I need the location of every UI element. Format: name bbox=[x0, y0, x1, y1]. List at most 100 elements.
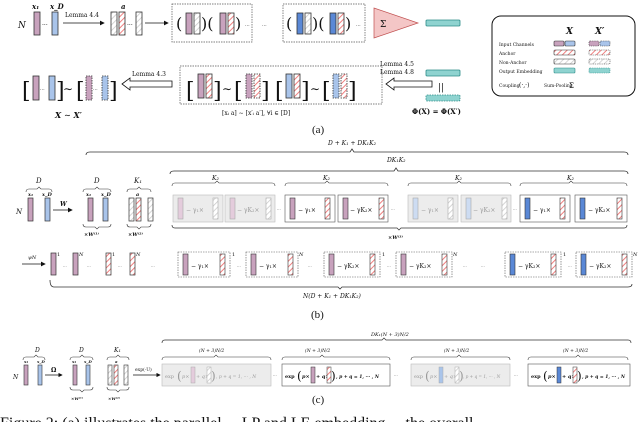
exp-text: exp bbox=[414, 374, 423, 380]
x1-label: x₁ bbox=[85, 192, 91, 198]
d-label: D bbox=[35, 177, 42, 185]
brace-c-total bbox=[161, 337, 632, 344]
dots: ··· bbox=[394, 373, 398, 378]
eq-anchor bbox=[205, 73, 213, 99]
dots: ··· bbox=[391, 207, 395, 212]
brace-label-total: D + K₁ + DK₁K₂ bbox=[327, 140, 377, 147]
bracket: ] bbox=[213, 79, 222, 104]
non-anchor-channel bbox=[135, 11, 143, 36]
paren: ( bbox=[177, 369, 182, 383]
coupling-box bbox=[245, 251, 299, 278]
anchor-channel bbox=[572, 366, 578, 384]
x1-label: x₁ bbox=[31, 2, 39, 11]
sup-1: 1 bbox=[57, 252, 60, 258]
input-channel-x1 bbox=[33, 11, 41, 36]
xd-label: x_D bbox=[49, 2, 65, 11]
legend-output-x bbox=[553, 67, 576, 74]
group-brace bbox=[527, 354, 629, 361]
channel-x1 bbox=[342, 197, 349, 220]
brace-label-c-total: DK₁(N + 3)N/2 bbox=[370, 331, 409, 338]
dots: ··· bbox=[308, 264, 312, 269]
paren: )( bbox=[201, 14, 213, 33]
dots: ··· bbox=[63, 264, 67, 269]
coupling-box bbox=[504, 251, 562, 278]
anchor-channel bbox=[326, 366, 332, 384]
channel-x1 bbox=[182, 253, 189, 276]
paren: )( bbox=[312, 14, 324, 33]
p-times: p× bbox=[430, 374, 437, 380]
brace-label-dk1k2: DK₁K₂ bbox=[386, 157, 406, 164]
brace-w3 bbox=[171, 224, 628, 231]
lemma48-label: Lemma 4.8 bbox=[380, 69, 414, 76]
phi-caption: Φ(X) = Φ(X′) bbox=[412, 107, 461, 116]
paren: ) bbox=[577, 369, 582, 383]
anchor-channel bbox=[105, 252, 112, 276]
sup-1: 1 bbox=[112, 252, 115, 258]
legend-input-xd bbox=[564, 40, 576, 47]
non-anchor-channel bbox=[147, 197, 154, 222]
output-embedding-xprime bbox=[425, 94, 461, 102]
group-brace-label: (N + 3)N/2 bbox=[563, 347, 588, 354]
brace-dk1k2 bbox=[169, 167, 629, 175]
exp-text: exp bbox=[531, 374, 541, 380]
brace-k2 bbox=[284, 180, 389, 187]
gamma1-text: − γ₁× bbox=[533, 207, 551, 214]
d-label: D bbox=[78, 347, 84, 354]
bracket: ] bbox=[348, 79, 357, 104]
coupling-box-2 bbox=[282, 3, 366, 43]
channel-x1 bbox=[310, 366, 316, 384]
xd-label: x_D bbox=[100, 192, 111, 198]
paren: ) bbox=[345, 14, 351, 33]
equal-symbol: || bbox=[438, 83, 444, 93]
brace-n-total bbox=[49, 279, 633, 290]
paren: ) bbox=[459, 369, 464, 383]
paren: ) bbox=[331, 369, 336, 383]
dots: ··· bbox=[568, 264, 572, 269]
dots: ··· bbox=[118, 264, 122, 269]
gamma1-text: − γ₁× bbox=[259, 263, 277, 270]
x1-label: x₁ bbox=[71, 359, 76, 364]
channel-xd bbox=[556, 366, 562, 384]
brace-k1 bbox=[126, 186, 152, 193]
k1-label: K₁ bbox=[113, 347, 121, 354]
legend: X X′ Input Channels Anchor Non-Anchor Ou… bbox=[491, 15, 636, 97]
anchor-channel bbox=[550, 253, 557, 276]
faded-non-anchor bbox=[447, 197, 454, 220]
gammak-text: − γK₂× bbox=[518, 263, 540, 270]
eq-x1 bbox=[197, 73, 205, 99]
sup-1: 1 bbox=[382, 252, 385, 258]
channel-x1 bbox=[250, 253, 257, 276]
lemma43-label: Lemma 4.3 bbox=[132, 71, 166, 78]
exp-groups: (N + 3)N/2 (N + 3)N/2 (N + 3)N/2 (N + 3)… bbox=[161, 347, 629, 361]
lemma44-label: Lemma 4.4 bbox=[65, 12, 99, 19]
eq-anchor bbox=[293, 73, 301, 99]
legend-anchor-xprime bbox=[588, 49, 611, 56]
omega-label: Ω bbox=[51, 367, 57, 374]
panel-a-label: (a) bbox=[312, 124, 325, 136]
brace-w1 bbox=[82, 223, 112, 230]
paren: ( bbox=[176, 14, 182, 33]
channel-x1 bbox=[400, 253, 407, 276]
eq-anchor-prime bbox=[340, 73, 348, 99]
sum-pooling-triangle bbox=[373, 7, 420, 39]
legend-input-x1-prime bbox=[588, 40, 600, 47]
legend-output-xprime bbox=[588, 67, 611, 74]
channel-x1 bbox=[289, 197, 296, 220]
coupling-x1 bbox=[219, 12, 227, 35]
q-times: + q× bbox=[316, 374, 330, 380]
bracket: [ bbox=[22, 79, 31, 104]
bracket: ] bbox=[261, 79, 270, 104]
n-label: N bbox=[15, 208, 23, 216]
lemma43-arrow bbox=[121, 77, 173, 91]
legend-anchor-x bbox=[553, 49, 576, 56]
coupling-xd bbox=[296, 12, 304, 35]
x1-label: x₁ bbox=[23, 359, 28, 364]
coupling-icon: (·,·) bbox=[519, 82, 529, 89]
faded-non-anchor bbox=[206, 366, 212, 384]
p-times: p× bbox=[302, 374, 310, 380]
coupling-box bbox=[177, 251, 231, 278]
w1-label: ×W⁽¹⁾ bbox=[84, 232, 99, 238]
channel-xd bbox=[102, 197, 109, 222]
sup-1: 1 bbox=[232, 252, 235, 258]
brace-w2 bbox=[126, 223, 152, 230]
